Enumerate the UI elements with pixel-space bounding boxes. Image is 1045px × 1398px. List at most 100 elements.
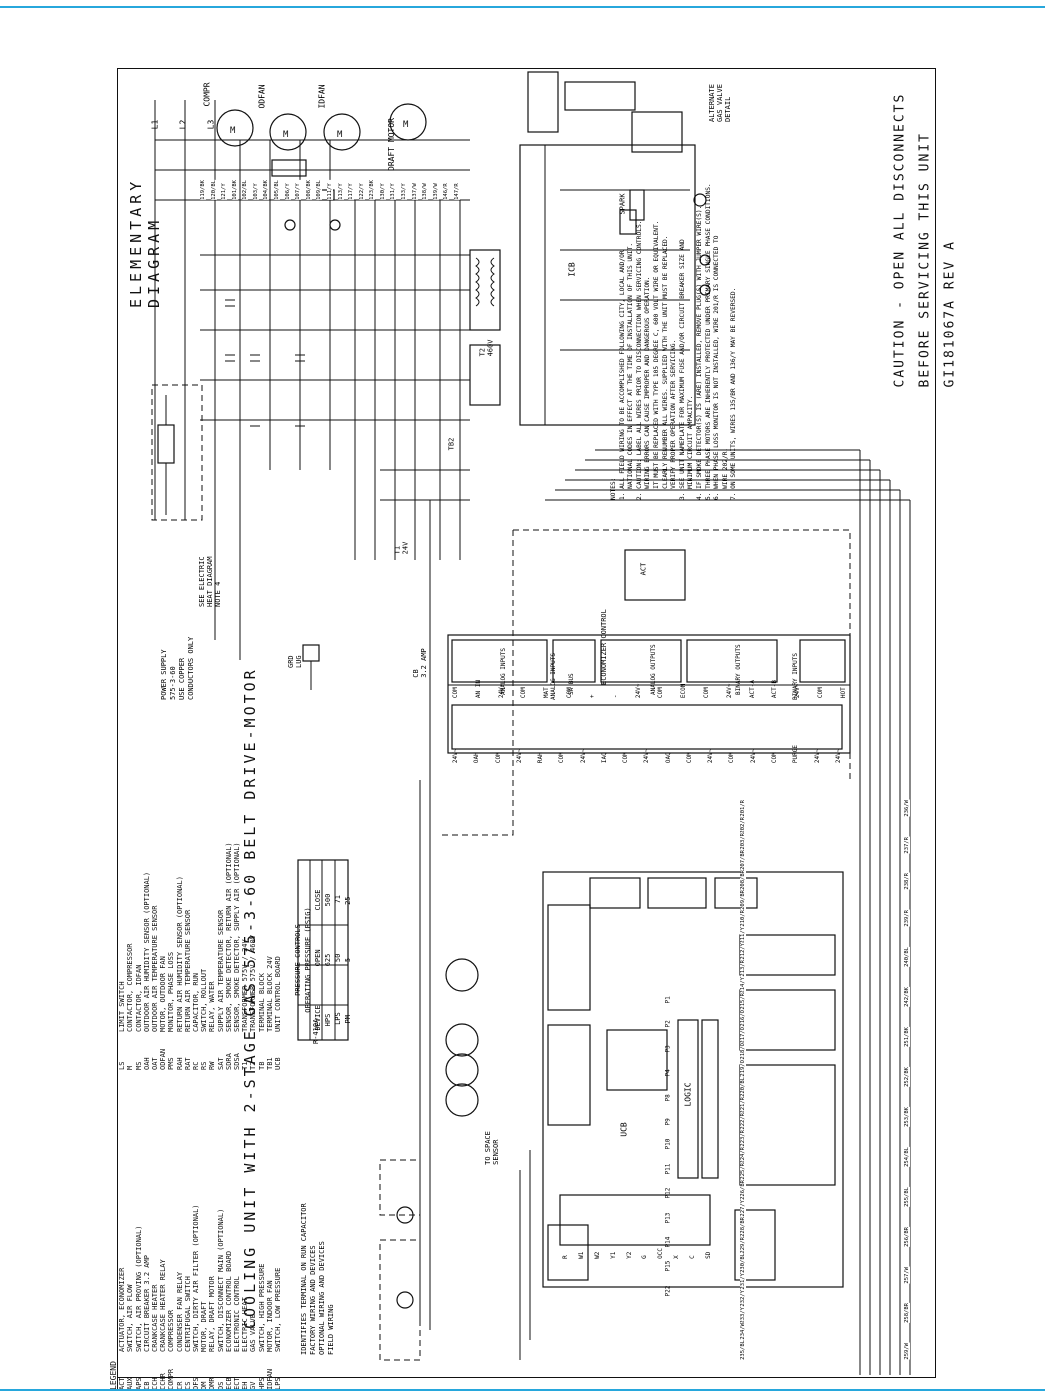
wire-label: 258/BR	[904, 1303, 910, 1324]
legend-item: CBCIRCUIT BREAKER 3.2 AMP	[143, 1090, 151, 1390]
econ-terminal: ACT-A	[748, 680, 756, 699]
legend-desc: SWITCH, AIR PROVING (OPTIONAL)	[134, 1225, 143, 1352]
legend-item: T1TRANSFORMER 575V / 24V	[241, 770, 249, 1070]
symbol-field-wiring: FIELD WIRING	[327, 1304, 335, 1355]
wire-label: 209/BR	[740, 889, 746, 910]
line-label-l1: L1	[150, 119, 160, 130]
eh-note-line: SEE ELECTRIC	[198, 556, 206, 607]
note-line: NOTES:	[610, 477, 617, 500]
pc-cell: 25	[344, 896, 352, 905]
legend-item: UCB UNIT CONTROL BOARD	[274, 770, 282, 1070]
econ-terminal: COM	[494, 752, 502, 764]
legend-item: PMSMONITOR, PHASE LOSS	[167, 770, 175, 1070]
pressure-controls-text: PRESSURE CONTROLS OPERATING PRESSURE (PS…	[293, 870, 353, 1050]
caution-line-1: CAUTION - OPEN ALL DISCONNECTS	[892, 92, 908, 388]
wire-label: 230/BL	[740, 1253, 746, 1274]
legend-abbrev: M	[126, 1065, 135, 1070]
wire-label: 217/O	[740, 1026, 746, 1044]
econ-terminal: 24V~	[813, 748, 821, 764]
legend-item: TB1TERMINAL BLOCK 24V	[266, 770, 274, 1070]
notes-block: NOTES:1. ALL FIELD WIRING TO BE ACCOMPLI…	[610, 80, 750, 500]
legend-abbrev: ODFAN	[159, 1048, 168, 1070]
legend-item: DFSSWITCH, DIRTY AIR FILTER (OPTIONAL)	[192, 1090, 200, 1390]
legend-desc: GAS VALVE	[249, 1314, 258, 1352]
legend-item: RSSWITCH, ROLLOUT	[200, 770, 208, 1070]
tb1-terminal: Y2	[625, 1251, 633, 1259]
wire-label: 223/R	[740, 1130, 746, 1147]
legend-item: IDFANMOTOR, INDOOR FAN	[266, 1090, 274, 1390]
econ-terminal: RAH	[537, 752, 545, 764]
wire-label: 133/Y	[400, 180, 407, 200]
pressure-controls-table	[297, 859, 349, 1041]
gnd-line: LUG	[295, 655, 303, 668]
legend-abbrev: OAH	[142, 1057, 151, 1070]
icb-board	[519, 144, 696, 426]
legend-abbrev: LPS	[274, 1377, 283, 1390]
electric-heat-note: SEE ELECTRIC HEAT DIAGRAM NOTE 4	[198, 527, 222, 607]
note-line: NATIONAL CODES IN EFFECT AT THE TIME OF …	[627, 242, 635, 500]
legend-abbrev: CR	[175, 1381, 184, 1390]
wire-label: 139/W	[432, 180, 439, 200]
wire-label: 229/R	[740, 1236, 746, 1254]
econ-terminal: ACT-B	[771, 680, 779, 699]
econ-terminal: 24V~	[634, 683, 642, 699]
wire-label: 257/W	[904, 1266, 910, 1284]
note-line: WIRING ERRORS CAN CAUSE IMPROPER AND DAN…	[644, 276, 652, 500]
power-supply-line: 575-3-60	[169, 666, 177, 700]
econ-control-title: ECONOMIZER CONTROL	[600, 609, 608, 685]
econ-terminal: OAH	[473, 752, 481, 764]
wire-label: 254/BL	[904, 1146, 910, 1167]
wire-label: 255/BL	[904, 1186, 910, 1207]
pc-cell: 500	[324, 893, 332, 907]
legend-item: ECBECONOMIZER CONTROL BOARD	[225, 1090, 233, 1390]
legend-abbrev: RAH	[175, 1057, 184, 1070]
legend-item: DMRRELAY, DRAFT MOTOR	[208, 1090, 216, 1390]
actuator-box	[624, 549, 686, 601]
legend-desc: OUTDOOR AIR TEMPERATURE SENSOR	[151, 905, 160, 1032]
wire-label: 225/R	[740, 1163, 746, 1180]
legend-abbrev: ACT	[118, 1377, 127, 1390]
wire-label: 138/W	[422, 180, 429, 200]
legend-item: APSSWITCH, AIR PROVING (OPTIONAL)	[135, 1090, 143, 1390]
wire-label: 212/Y	[740, 943, 746, 960]
legend-desc: MOTOR, DRAFT	[200, 1301, 209, 1352]
legend-item: RWRELAY, WATER	[208, 770, 216, 1070]
ucb-box	[542, 871, 844, 1288]
note-line: 4. IF SMOKE DETECTOR(S) IS (ARE) INSTALL…	[695, 205, 703, 500]
note-line: CLEARLY RENUMBER ALL WIRES. SUPPLIED WIT…	[661, 235, 669, 500]
econ-terminal: COM	[558, 752, 566, 764]
power-supply-line: USE COPPER	[178, 657, 186, 700]
legend-item: LPSSWITCH, LOW PRESSURE	[274, 1090, 282, 1390]
legend-item: OAHOUTDOOR AIR HUMIDITY SENSOR (OPTIONAL…	[143, 770, 151, 1070]
t1-label: T1 24V	[393, 542, 409, 555]
wire-label: 211/Y	[740, 926, 746, 944]
econ-terminal: 24V~	[579, 748, 587, 764]
econ-terminal: COM	[728, 752, 736, 764]
legend-item: TBTERMINAL BLOCK	[258, 770, 266, 1070]
legend-desc: MONITOR, PHASE LOSS	[167, 951, 176, 1032]
legend-abbrev: TB1	[265, 1057, 274, 1070]
wire-label: 130/Y	[379, 180, 386, 200]
legend-desc: UNIT CONTROL BOARD	[274, 956, 283, 1032]
wire-label: 203/R	[740, 833, 746, 850]
legend-abbrev: TB	[257, 1061, 266, 1070]
tb1-terminal: W1	[577, 1251, 585, 1259]
legend-item: RCCAPACITOR, RUN	[192, 770, 200, 1070]
legend-abbrev: MS	[134, 1061, 143, 1070]
legend-abbrev: SAT	[216, 1057, 225, 1070]
power-section: M M M M	[151, 71, 711, 660]
economizer-control	[440, 529, 851, 836]
legend-desc: SWITCH, AIR FLOW	[126, 1284, 135, 1352]
pc-cell: 5	[344, 957, 352, 963]
legend-desc: CONDENSER FAN RELAY	[175, 1271, 184, 1352]
caution-line-2: BEFORE SERVICING THIS UNIT	[917, 132, 933, 388]
wire-label: 227/Y	[740, 1200, 746, 1217]
wire-label: 106/Y	[284, 180, 291, 200]
legend-abbrev: UCB	[274, 1057, 283, 1070]
wire-label: 220/BL	[740, 1076, 746, 1097]
wire-label: 121/Y	[221, 180, 228, 200]
